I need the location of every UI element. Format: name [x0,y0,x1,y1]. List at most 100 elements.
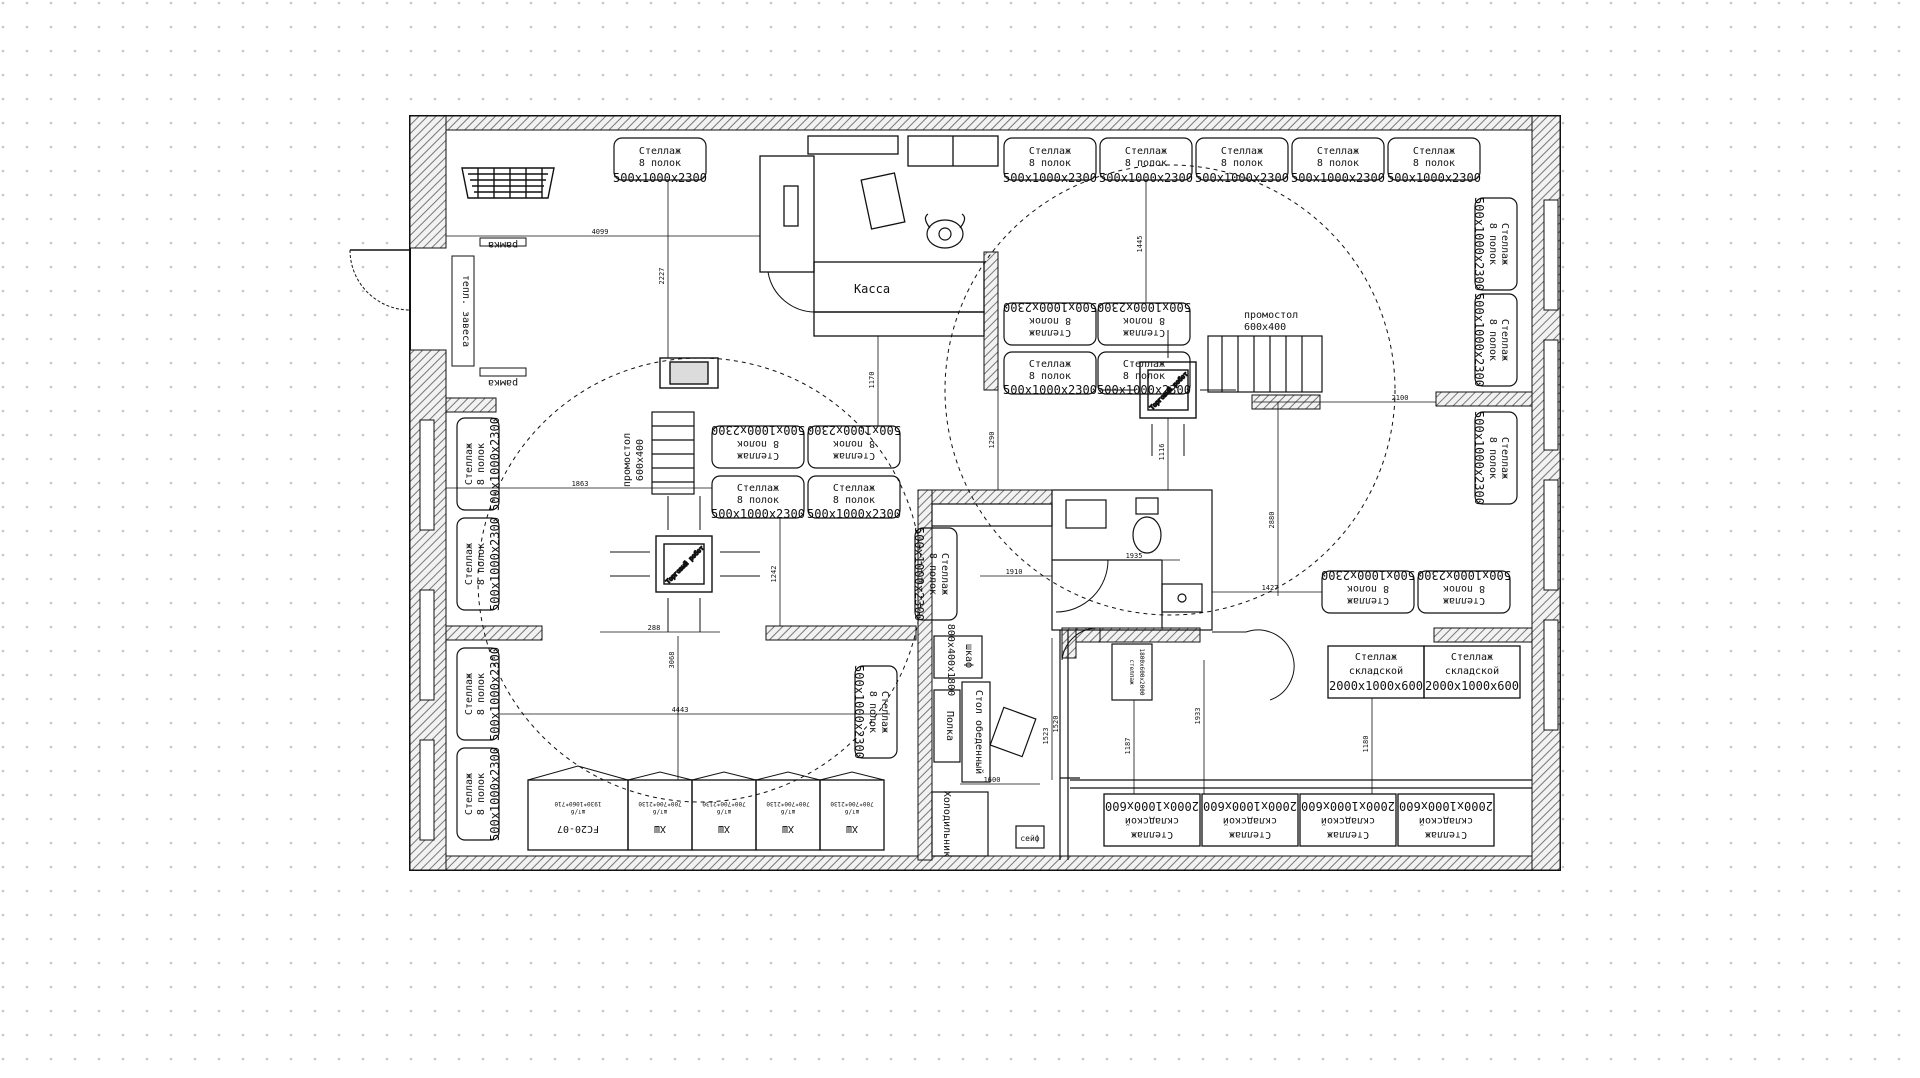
dim-1180: 1180 [1362,736,1370,753]
rack-island-l4-size: 500x1000x2300 [807,507,901,521]
wh-rack-5-size: 2000x1000x600 [1301,799,1395,813]
rack-top-2-name: Стеллаж [1029,146,1071,157]
rack-right-1-name: Стеллаж [1499,223,1510,265]
rack-right-3-shelves: 8 полок [1487,437,1498,479]
rack-top-5-shelves: 8 полок [1317,158,1359,169]
rack-island-r3-shelves: 8 полок [1029,371,1071,382]
rack-island-l2-size: 500x1000x2300 [807,423,901,437]
dim-1910: 1910 [1006,568,1023,576]
fridge-unit-4-spec: 700*700*2130 [830,800,874,807]
rack-mid-r2-name: Стеллаж [1443,595,1485,606]
locker-size: 800x400x1800 [945,624,956,696]
rack-island-l1: Стеллаж 8 полок 500x1000x2300 [711,423,805,469]
rack-left-3-size: 500x1000x2300 [488,647,502,741]
rack-left-2: Стеллаж 8 полок 500x1000x2300 [456,517,502,611]
rack-mid-r1-name: Стеллаж [1347,595,1389,606]
dim-1242: 1242 [770,566,778,583]
cashier-label: Касса [854,282,890,296]
dim-1520: 1520 [1052,716,1060,733]
rack-corridor-1: Стеллаж 8 полок 500x1000x2300 [912,527,958,621]
rack-right-2: Стеллаж 8 полок 500x1000x2300 [1472,293,1518,387]
wh-rack-6-type: складской [1419,815,1473,827]
rack-top-5: Стеллаж 8 полок 500x1000x2300 [1291,137,1385,185]
wh-shelf-small-size: 1800x600x2000 [1138,649,1145,696]
rack-island-r2-shelves: 8 полок [1123,315,1165,326]
fc-unit-unit: шт/б [570,808,585,815]
wh-rack-6: Стеллаж складской 2000x1000x600 [1397,793,1495,847]
rack-corridor-2-shelves: 8 полок [867,691,878,733]
wh-rack-5-type: складской [1321,815,1375,827]
rack-island-l1-size: 500x1000x2300 [711,423,805,437]
rack-left-4-name: Стеллаж [464,773,475,815]
rack-left-1-name: Стеллаж [464,443,475,485]
wh-rack-1: Стеллаж складской 2000x1000x600 [1327,645,1425,699]
door-swings [767,271,1295,701]
rack-top-5-name: Стеллаж [1317,146,1359,157]
rack-top-4-size: 500x1000x2300 [1195,171,1289,185]
rack-island-l4-shelves: 8 полок [833,495,875,506]
fridge-unit-3-unit: шт/б [780,808,795,815]
rack-left-2-size: 500x1000x2300 [488,517,502,611]
wh-shelf-small-name: стеллаж [1128,659,1135,685]
rack-right-3: Стеллаж 8 полок 500x1000x2300 [1472,411,1518,505]
wh-rack-3-size: 2000x1000x600 [1105,799,1199,813]
rack-island-l3: Стеллаж 8 полок 500x1000x2300 [711,475,805,521]
dim-2100: 2100 [1392,394,1409,402]
dim-1427: 1427 [1262,584,1279,592]
rack-top-6-size: 500x1000x2300 [1387,171,1481,185]
rack-top-2: Стеллаж 8 полок 500x1000x2300 [1003,137,1097,185]
wh-shelf-small: стеллаж 1800x600x2000 [1111,643,1153,701]
rack-left-2-shelves: 8 полок [476,543,487,585]
rack-right-1: Стеллаж 8 полок 500x1000x2300 [1472,197,1518,291]
rack-island-l4-name: Стеллаж [833,483,875,494]
wh-rack-5: Стеллаж складской 2000x1000x600 [1299,793,1397,847]
scanner-device [659,357,719,389]
wh-rack-1-name: Стеллаж [1355,652,1397,663]
rack-island-r2-name: Стеллаж [1123,327,1165,338]
rack-right-1-size: 500x1000x2300 [1472,197,1486,291]
rack-top-4-name: Стеллаж [1221,146,1263,157]
fridge-unit-1-unit: шт/б [652,808,667,815]
rack-left-4-shelves: 8 полок [476,773,487,815]
rack-mid-r1-shelves: 8 полок [1347,583,1389,594]
cashier-person-icon [924,213,966,249]
rack-island-l3-name: Стеллаж [737,483,779,494]
dim-2227: 2227 [658,268,666,285]
promo-table-left [651,411,695,495]
rack-island-l2-name: Стеллаж [833,450,875,461]
dim-1933: 1933 [1194,708,1202,725]
wh-rack-3-name: Стеллаж [1131,829,1173,840]
dim-2880: 2880 [1268,512,1276,529]
wh-rack-2-size: 2000x1000x600 [1425,679,1519,693]
rack-island-r4-size: 500x1000x2300 [1097,383,1191,397]
rack-top-5-size: 500x1000x2300 [1291,171,1385,185]
fridge-unit-4: 700*700*2130 шт/б ХШ [819,771,885,851]
rack-top-1-name: Стеллаж [639,146,681,157]
safe-box: сейф [1015,825,1045,849]
rack-island-l2-shelves: 8 полок [833,438,875,449]
fridge-unit-2-spec: 700*700*2130 [702,800,746,807]
promo-table-left-size: 600x400 [635,439,646,481]
rack-mid-r1-size: 500x1000x2300 [1321,568,1415,582]
fridge-unit-3-spec: 700*700*2130 [766,800,810,807]
rack-right-1-shelves: 8 полок [1487,223,1498,265]
rack-top-2-size: 500x1000x2300 [1003,171,1097,185]
rack-island-r4-name: Стеллаж [1123,359,1165,370]
rack-left-4-size: 500x1000x2300 [488,747,502,841]
toilet-icon [1132,497,1162,554]
cash-desk [759,135,999,337]
dim-1523: 1523 [1042,728,1050,745]
dim-1170: 1170 [868,372,876,389]
rack-top-4: Стеллаж 8 полок 500x1000x2300 [1195,137,1289,185]
rack-top-2-shelves: 8 полок [1029,158,1071,169]
wh-rack-6-size: 2000x1000x600 [1399,799,1493,813]
dimension-lines [446,180,1436,794]
rack-top-6-name: Стеллаж [1413,146,1455,157]
rack-top-1: Стеллаж 8 полок 500x1000x2300 [613,137,707,185]
dim-1600: 1600 [984,776,1001,784]
rack-island-r1-name: Стеллаж [1029,327,1071,338]
dim-1863: 1863 [572,480,589,488]
rack-top-6-shelves: 8 полок [1413,158,1455,169]
rack-corridor-1-size: 500x1000x2300 [912,527,926,621]
